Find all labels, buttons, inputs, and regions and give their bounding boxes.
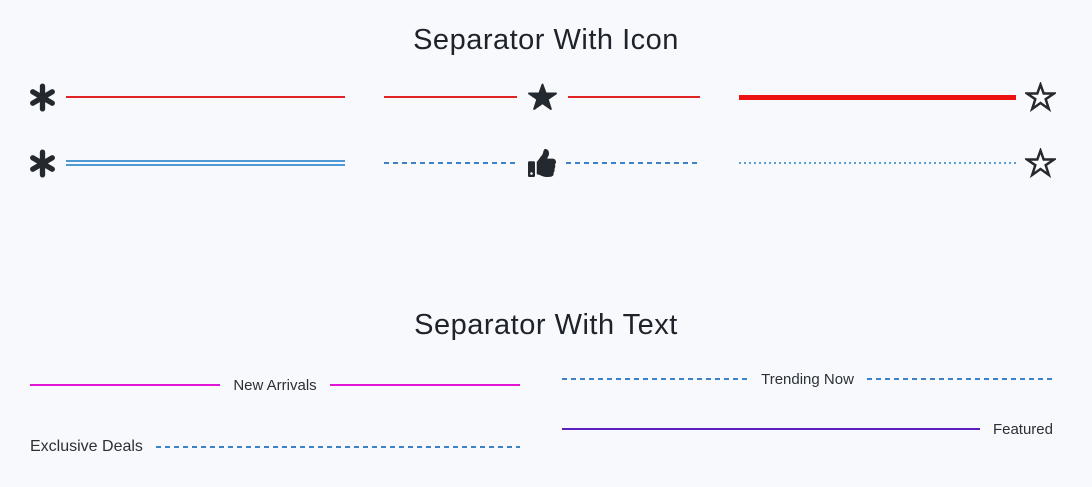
icon-separator-row-blue xyxy=(28,146,1057,180)
separator-line xyxy=(562,428,980,430)
separator-line xyxy=(30,384,221,386)
separator-asterisk-red-solid xyxy=(28,80,345,114)
icon-separator-row-red xyxy=(28,80,1057,114)
text-section-title: Separator With Text xyxy=(414,309,678,341)
separator-new-arrivals: New Arrivals xyxy=(30,374,521,396)
separator-line xyxy=(329,384,521,386)
separator-line xyxy=(155,446,520,448)
separator-featured: Featured xyxy=(562,418,1053,440)
separator-label: Trending Now xyxy=(761,370,854,388)
star-outline-icon xyxy=(1025,81,1057,113)
asterisk-icon xyxy=(28,82,57,112)
separator-line xyxy=(383,96,517,98)
separator-line xyxy=(562,378,749,380)
separator-exclusive-deals: Exclusive Deals xyxy=(30,436,520,458)
separator-line xyxy=(66,96,345,98)
separator-line xyxy=(567,96,701,98)
separator-star-red-solid xyxy=(383,80,701,114)
asterisk-icon xyxy=(28,148,57,178)
separator-line xyxy=(566,162,701,164)
separator-star-red-thick xyxy=(739,80,1057,114)
star-outline-icon xyxy=(1025,147,1057,179)
separator-star-blue-dotted xyxy=(739,146,1057,180)
icon-section-title: Separator With Icon xyxy=(413,24,679,56)
separator-asterisk-blue-double xyxy=(28,146,345,180)
star-filled-icon xyxy=(527,82,558,113)
thumbs-up-icon xyxy=(528,149,557,177)
separator-line xyxy=(66,160,345,166)
separator-trending-now: Trending Now xyxy=(562,368,1054,390)
separator-line xyxy=(739,94,1017,100)
separator-label: Exclusive Deals xyxy=(30,438,143,455)
separator-label: New Arrivals xyxy=(233,376,317,394)
separator-line xyxy=(739,162,1017,164)
separator-line xyxy=(866,378,1054,380)
separator-label: Featured xyxy=(992,420,1053,438)
separator-line xyxy=(383,162,519,164)
separator-thumbsup-blue-dashed xyxy=(383,146,701,180)
